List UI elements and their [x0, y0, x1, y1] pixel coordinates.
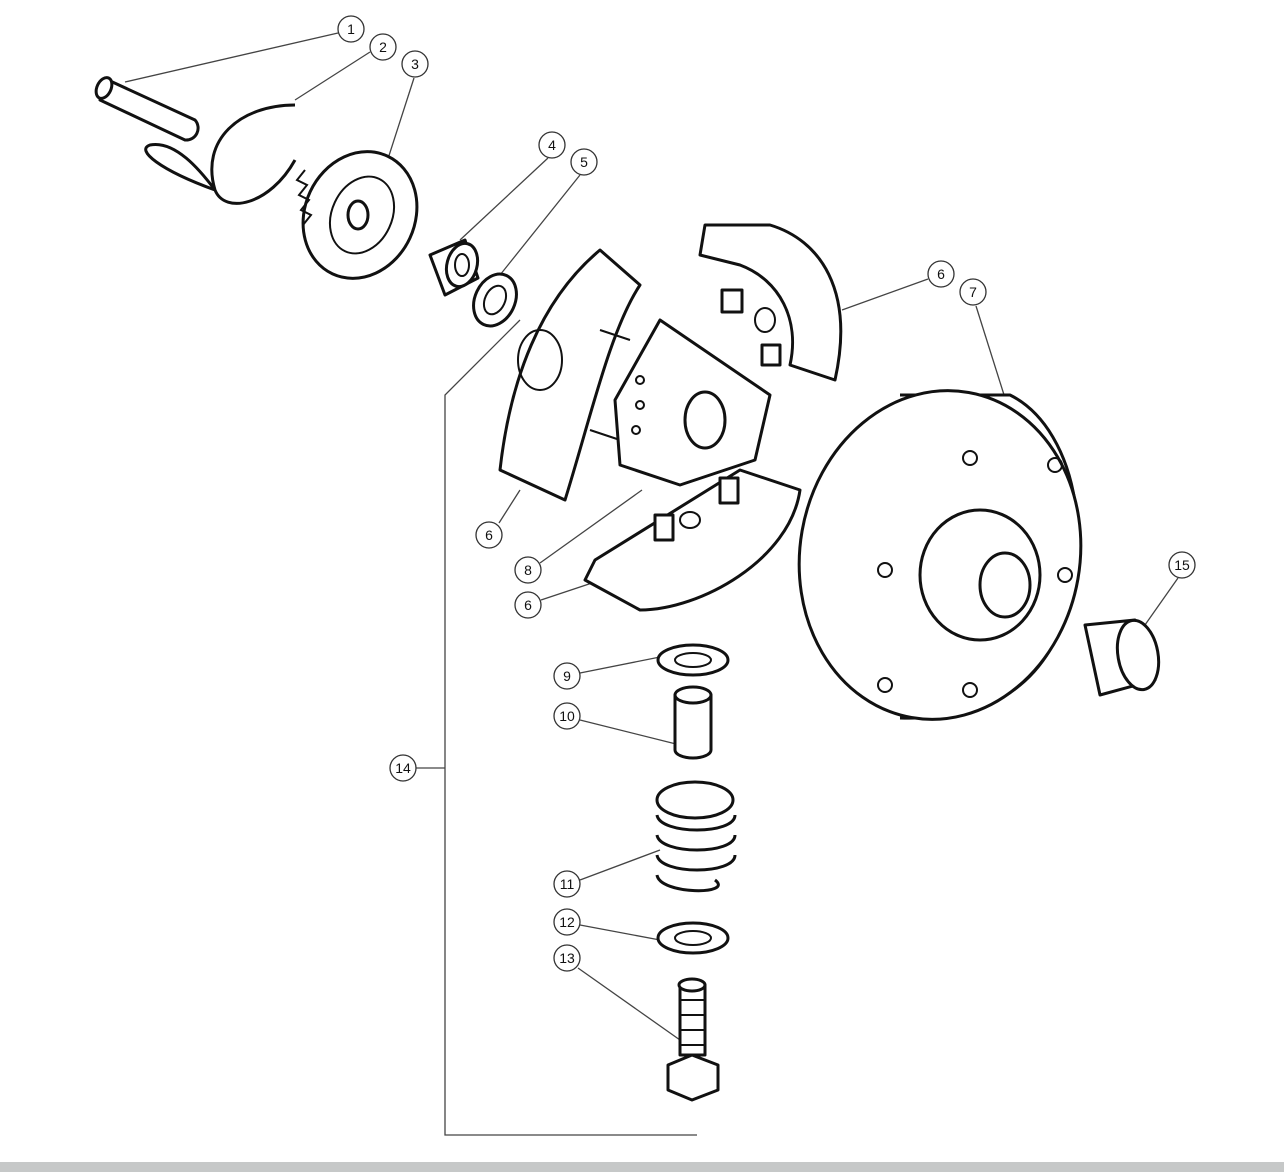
callout-1: 1: [337, 15, 365, 43]
part-washer-9: [656, 643, 730, 677]
callout-3: 3: [401, 50, 429, 78]
part-washer-small: [472, 272, 518, 328]
callout-13: 13: [553, 944, 581, 972]
svg-text:1: 1: [347, 21, 355, 37]
svg-text:6: 6: [485, 527, 493, 543]
svg-text:4: 4: [548, 137, 556, 153]
callout-10: 10: [553, 702, 581, 730]
callout-2: 2: [369, 33, 397, 61]
svg-text:12: 12: [559, 914, 575, 930]
svg-text:8: 8: [524, 562, 532, 578]
part-circlip: [144, 103, 297, 205]
callout-8: 8: [514, 556, 542, 584]
svg-text:2: 2: [379, 39, 387, 55]
footer-bar: [0, 1162, 1284, 1172]
part-hub: [613, 318, 772, 487]
callout-7: 7: [959, 278, 987, 306]
svg-text:7: 7: [969, 284, 977, 300]
part-bushing: [428, 238, 480, 297]
callout-9: 9: [553, 662, 581, 690]
callout-4: 4: [538, 131, 566, 159]
svg-text:10: 10: [559, 708, 575, 724]
part-sleeve: [673, 685, 713, 760]
part-clutch-shoe-left: [498, 248, 642, 502]
callout-6-top: 6: [927, 260, 955, 288]
svg-text:5: 5: [580, 154, 588, 170]
svg-text:13: 13: [559, 950, 575, 966]
svg-text:9: 9: [563, 668, 571, 684]
svg-text:6: 6: [524, 597, 532, 613]
callout-14: 14: [389, 754, 417, 782]
part-clutch-shoe-bottom: [583, 468, 802, 612]
part-spring: [655, 780, 737, 893]
part-clutch-drum: [797, 389, 1083, 721]
leader-lines: [124, 32, 1179, 1136]
part-drive-plate: [295, 150, 419, 280]
svg-text:11: 11: [560, 876, 575, 892]
callout-15: 15: [1168, 551, 1196, 579]
svg-text:14: 14: [395, 760, 411, 776]
part-pin: [94, 76, 200, 142]
callout-12: 12: [553, 908, 581, 936]
part-bolt: [666, 977, 720, 1102]
svg-text:15: 15: [1174, 557, 1190, 573]
svg-text:6: 6: [937, 266, 945, 282]
callout-11: 11: [553, 870, 581, 898]
svg-text:3: 3: [411, 56, 419, 72]
callout-6-bottom: 6: [514, 591, 542, 619]
part-clutch-shoe-top: [698, 223, 843, 382]
callout-5: 5: [570, 148, 598, 176]
part-needle-bearing: [1083, 618, 1161, 697]
callout-6-left: 6: [475, 521, 503, 549]
part-washer-12: [656, 921, 730, 955]
